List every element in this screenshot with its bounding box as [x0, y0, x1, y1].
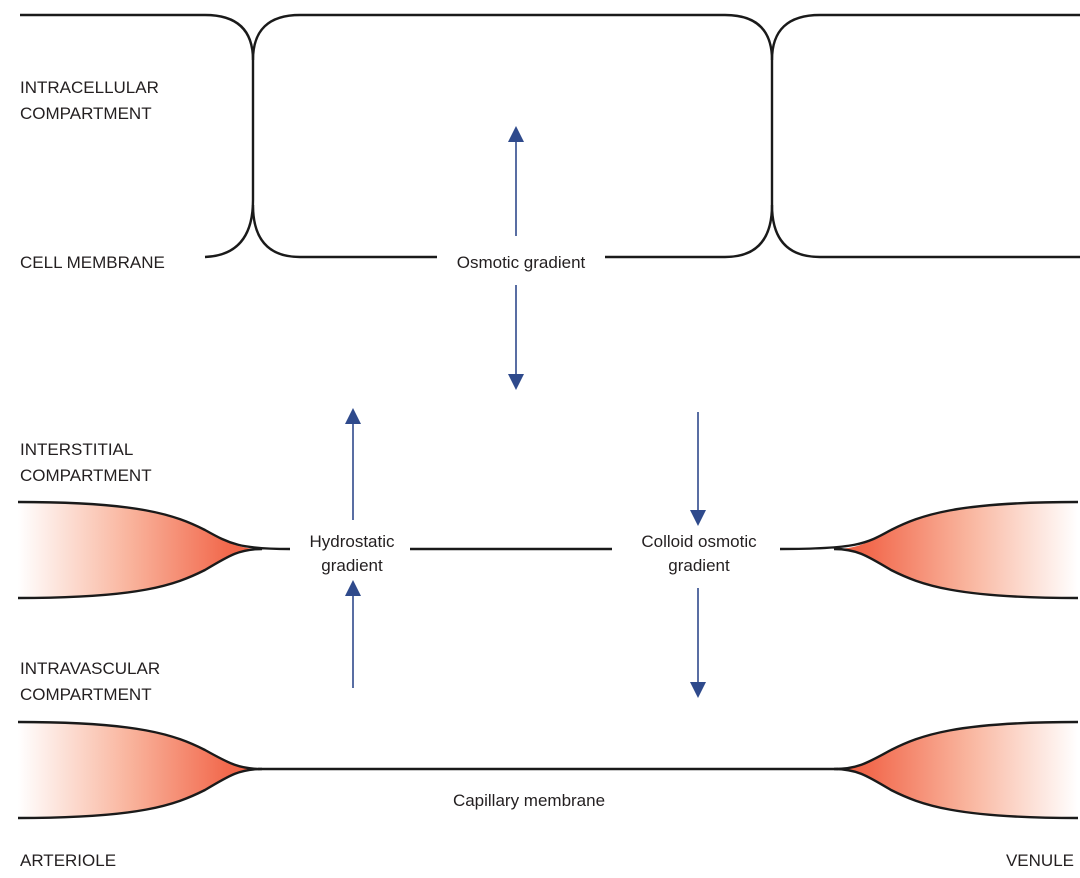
upper-vessel — [17, 500, 1079, 600]
left-cell-outline — [20, 13, 255, 259]
right-cell-outline — [770, 13, 1080, 259]
cell-membrane-label: CELL MEMBRANE — [20, 253, 165, 272]
hydrostatic-upper-arrowhead — [345, 408, 361, 424]
hydrostatic-gradient-label-line2: gradient — [321, 556, 383, 575]
upper-left-vessel-fill — [18, 502, 262, 598]
venule-label: VENULE — [1006, 851, 1074, 870]
osmotic-up-arrowhead — [508, 126, 524, 142]
upper-left-vessel-edge — [17, 500, 291, 600]
intracellular-label-line1: INTRACELLULAR — [20, 78, 159, 97]
center-cell-outline — [251, 13, 774, 259]
intravascular-label-line2: COMPARTMENT — [20, 685, 152, 704]
colloid-upper-arrowhead — [690, 510, 706, 526]
lower-right-vessel-edge — [833, 720, 1079, 820]
lower-left-vessel-fill — [18, 722, 262, 818]
hydrostatic-lower-arrowhead — [345, 580, 361, 596]
colloid-osmotic-gradient-label-line2: gradient — [668, 556, 730, 575]
cells — [20, 13, 1080, 259]
interstitial-label-line1: INTERSTITIAL — [20, 440, 133, 459]
intravascular-label-line1: INTRAVASCULAR — [20, 659, 160, 678]
capillary-membrane-label: Capillary membrane — [453, 791, 605, 810]
colloid-lower-arrowhead — [690, 682, 706, 698]
interstitial-label-line2: COMPARTMENT — [20, 466, 152, 485]
hydrostatic-gradient-label-line1: Hydrostatic — [309, 532, 395, 551]
osmotic-gradient-label: Osmotic gradient — [457, 253, 586, 272]
arrows — [345, 126, 706, 698]
labels: INTRACELLULAR COMPARTMENT CELL MEMBRANE … — [20, 78, 1074, 870]
colloid-osmotic-gradient-label-line1: Colloid osmotic — [641, 532, 757, 551]
upper-right-vessel-edge — [779, 500, 1079, 600]
osmotic-down-arrowhead — [508, 374, 524, 390]
lower-left-vessel-edge — [17, 720, 263, 820]
upper-right-vessel-fill — [834, 502, 1078, 598]
intracellular-label-line2: COMPARTMENT — [20, 104, 152, 123]
lower-right-vessel-fill — [834, 722, 1078, 818]
arteriole-label: ARTERIOLE — [20, 851, 116, 870]
lower-vessel — [17, 720, 1079, 820]
